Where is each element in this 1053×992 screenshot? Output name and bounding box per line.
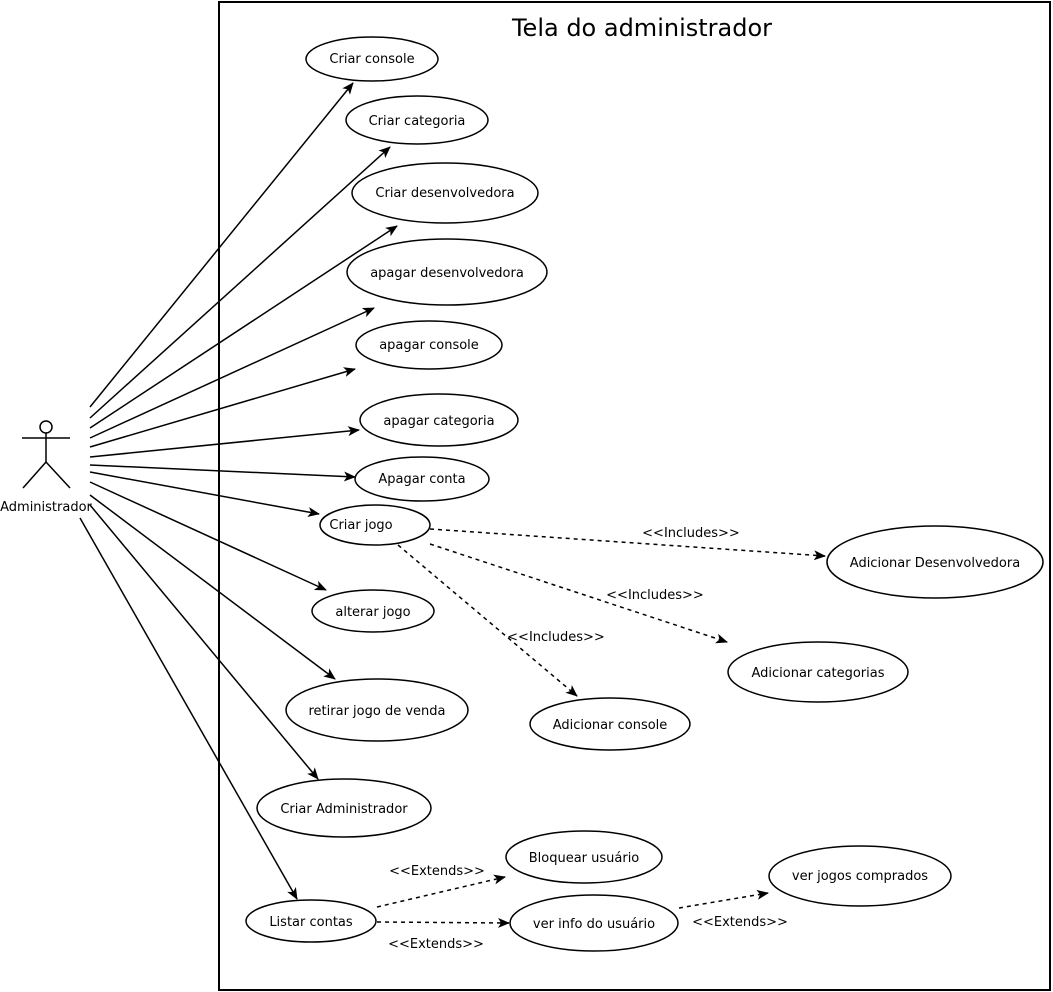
assoc-apagar-conta — [89, 464, 356, 482]
use-case-label: ver info do usuário — [533, 917, 655, 932]
use-case-criar-console[interactable]: Criar console — [305, 36, 439, 82]
use-case-label: Criar categoria — [369, 114, 466, 129]
use-case-listar-contas[interactable]: Listar contas — [245, 899, 377, 943]
actor-head — [39, 420, 53, 434]
assoc-apagar-desenvolvedora — [89, 307, 375, 439]
assoc-criar-console — [89, 82, 354, 408]
assoc-criar-admin — [89, 504, 319, 780]
use-case-apagar-categoria[interactable]: apagar categoria — [359, 393, 519, 447]
use-case-bloquear-usuario[interactable]: Bloquear usuário — [505, 830, 663, 884]
use-case-adicionar-categorias[interactable]: Adicionar categorias — [727, 641, 909, 703]
use-case-label: Adicionar Desenvolvedora — [850, 556, 1020, 571]
use-case-label: Bloquear usuário — [529, 851, 640, 866]
use-case-label: apagar console — [379, 338, 479, 353]
use-case-label: ver jogos comprados — [792, 869, 928, 884]
use-case-adicionar-console[interactable]: Adicionar console — [529, 697, 691, 751]
rel-label-extends-info: <<Extends>> — [388, 937, 484, 952]
use-case-criar-admin[interactable]: Criar Administrador — [256, 778, 432, 838]
rel-extends-jogos — [678, 889, 769, 909]
use-case-label: retirar jogo de venda — [309, 704, 446, 719]
rel-extends-bloquear — [376, 874, 506, 908]
use-case-retirar-jogo[interactable]: retirar jogo de venda — [285, 678, 469, 742]
use-case-label: Criar Administrador — [280, 802, 408, 817]
rel-extends-info — [376, 917, 510, 928]
use-case-label: Criar jogo — [329, 518, 392, 533]
use-case-label: alterar jogo — [335, 605, 410, 620]
use-case-label: Criar console — [329, 52, 414, 67]
rel-label-extends-jogos: <<Extends>> — [692, 915, 788, 930]
actor-associations — [79, 82, 398, 900]
use-case-label: apagar desenvolvedora — [370, 266, 524, 281]
use-case-alterar-jogo[interactable]: alterar jogo — [311, 589, 435, 633]
rel-includes-console — [397, 544, 578, 697]
use-case-criar-categoria[interactable]: Criar categoria — [345, 95, 489, 145]
use-case-apagar-console[interactable]: apagar console — [355, 320, 503, 370]
actor-label: Administrador — [0, 500, 92, 515]
use-case-label: Apagar conta — [378, 472, 465, 487]
use-case-label: Adicionar categorias — [751, 666, 884, 681]
rel-label-includes-categorias: <<Includes>> — [606, 588, 704, 603]
assoc-apagar-categoria — [89, 426, 360, 458]
rel-label-extends-bloquear: <<Extends>> — [389, 864, 485, 879]
assoc-criar-desenvolvedora — [89, 225, 398, 429]
use-case-ver-info-usuario[interactable]: ver info do usuário — [509, 894, 679, 952]
dashed-relationships — [376, 528, 826, 928]
use-case-ver-jogos-comprados[interactable]: ver jogos comprados — [768, 845, 952, 907]
use-case-label: Criar desenvolvedora — [375, 186, 514, 201]
assoc-apagar-console — [89, 367, 356, 448]
use-case-criar-jogo[interactable]: Criar jogo — [319, 504, 431, 546]
assoc-retirar-jogo — [89, 494, 336, 680]
use-case-label: Adicionar console — [553, 718, 668, 733]
rel-label-includes-desenvolvedora: <<Includes>> — [642, 526, 740, 541]
assoc-listar-contas — [79, 517, 298, 900]
actor-leg-right — [45, 461, 71, 489]
use-case-adicionar-desenvolvedora[interactable]: Adicionar Desenvolvedora — [826, 525, 1044, 599]
assoc-alterar-jogo — [89, 481, 327, 591]
actor-leg-left — [22, 461, 47, 489]
use-case-criar-desenvolvedora[interactable]: Criar desenvolvedora — [351, 162, 539, 224]
assoc-criar-categoria — [89, 146, 391, 419]
rel-label-includes-console: <<Includes>> — [507, 630, 605, 645]
actor-administrador[interactable]: Administrador — [0, 420, 93, 515]
rel-includes-desenvolvedora — [429, 528, 826, 561]
use-case-label: apagar categoria — [383, 414, 494, 429]
system-title: Tela do administrador — [511, 14, 772, 42]
assoc-criar-jogo — [89, 471, 320, 517]
use-case-label: Listar contas — [269, 915, 353, 930]
use-case-apagar-desenvolvedora[interactable]: apagar desenvolvedora — [346, 238, 548, 306]
use-case-apagar-conta[interactable]: Apagar conta — [354, 456, 490, 502]
